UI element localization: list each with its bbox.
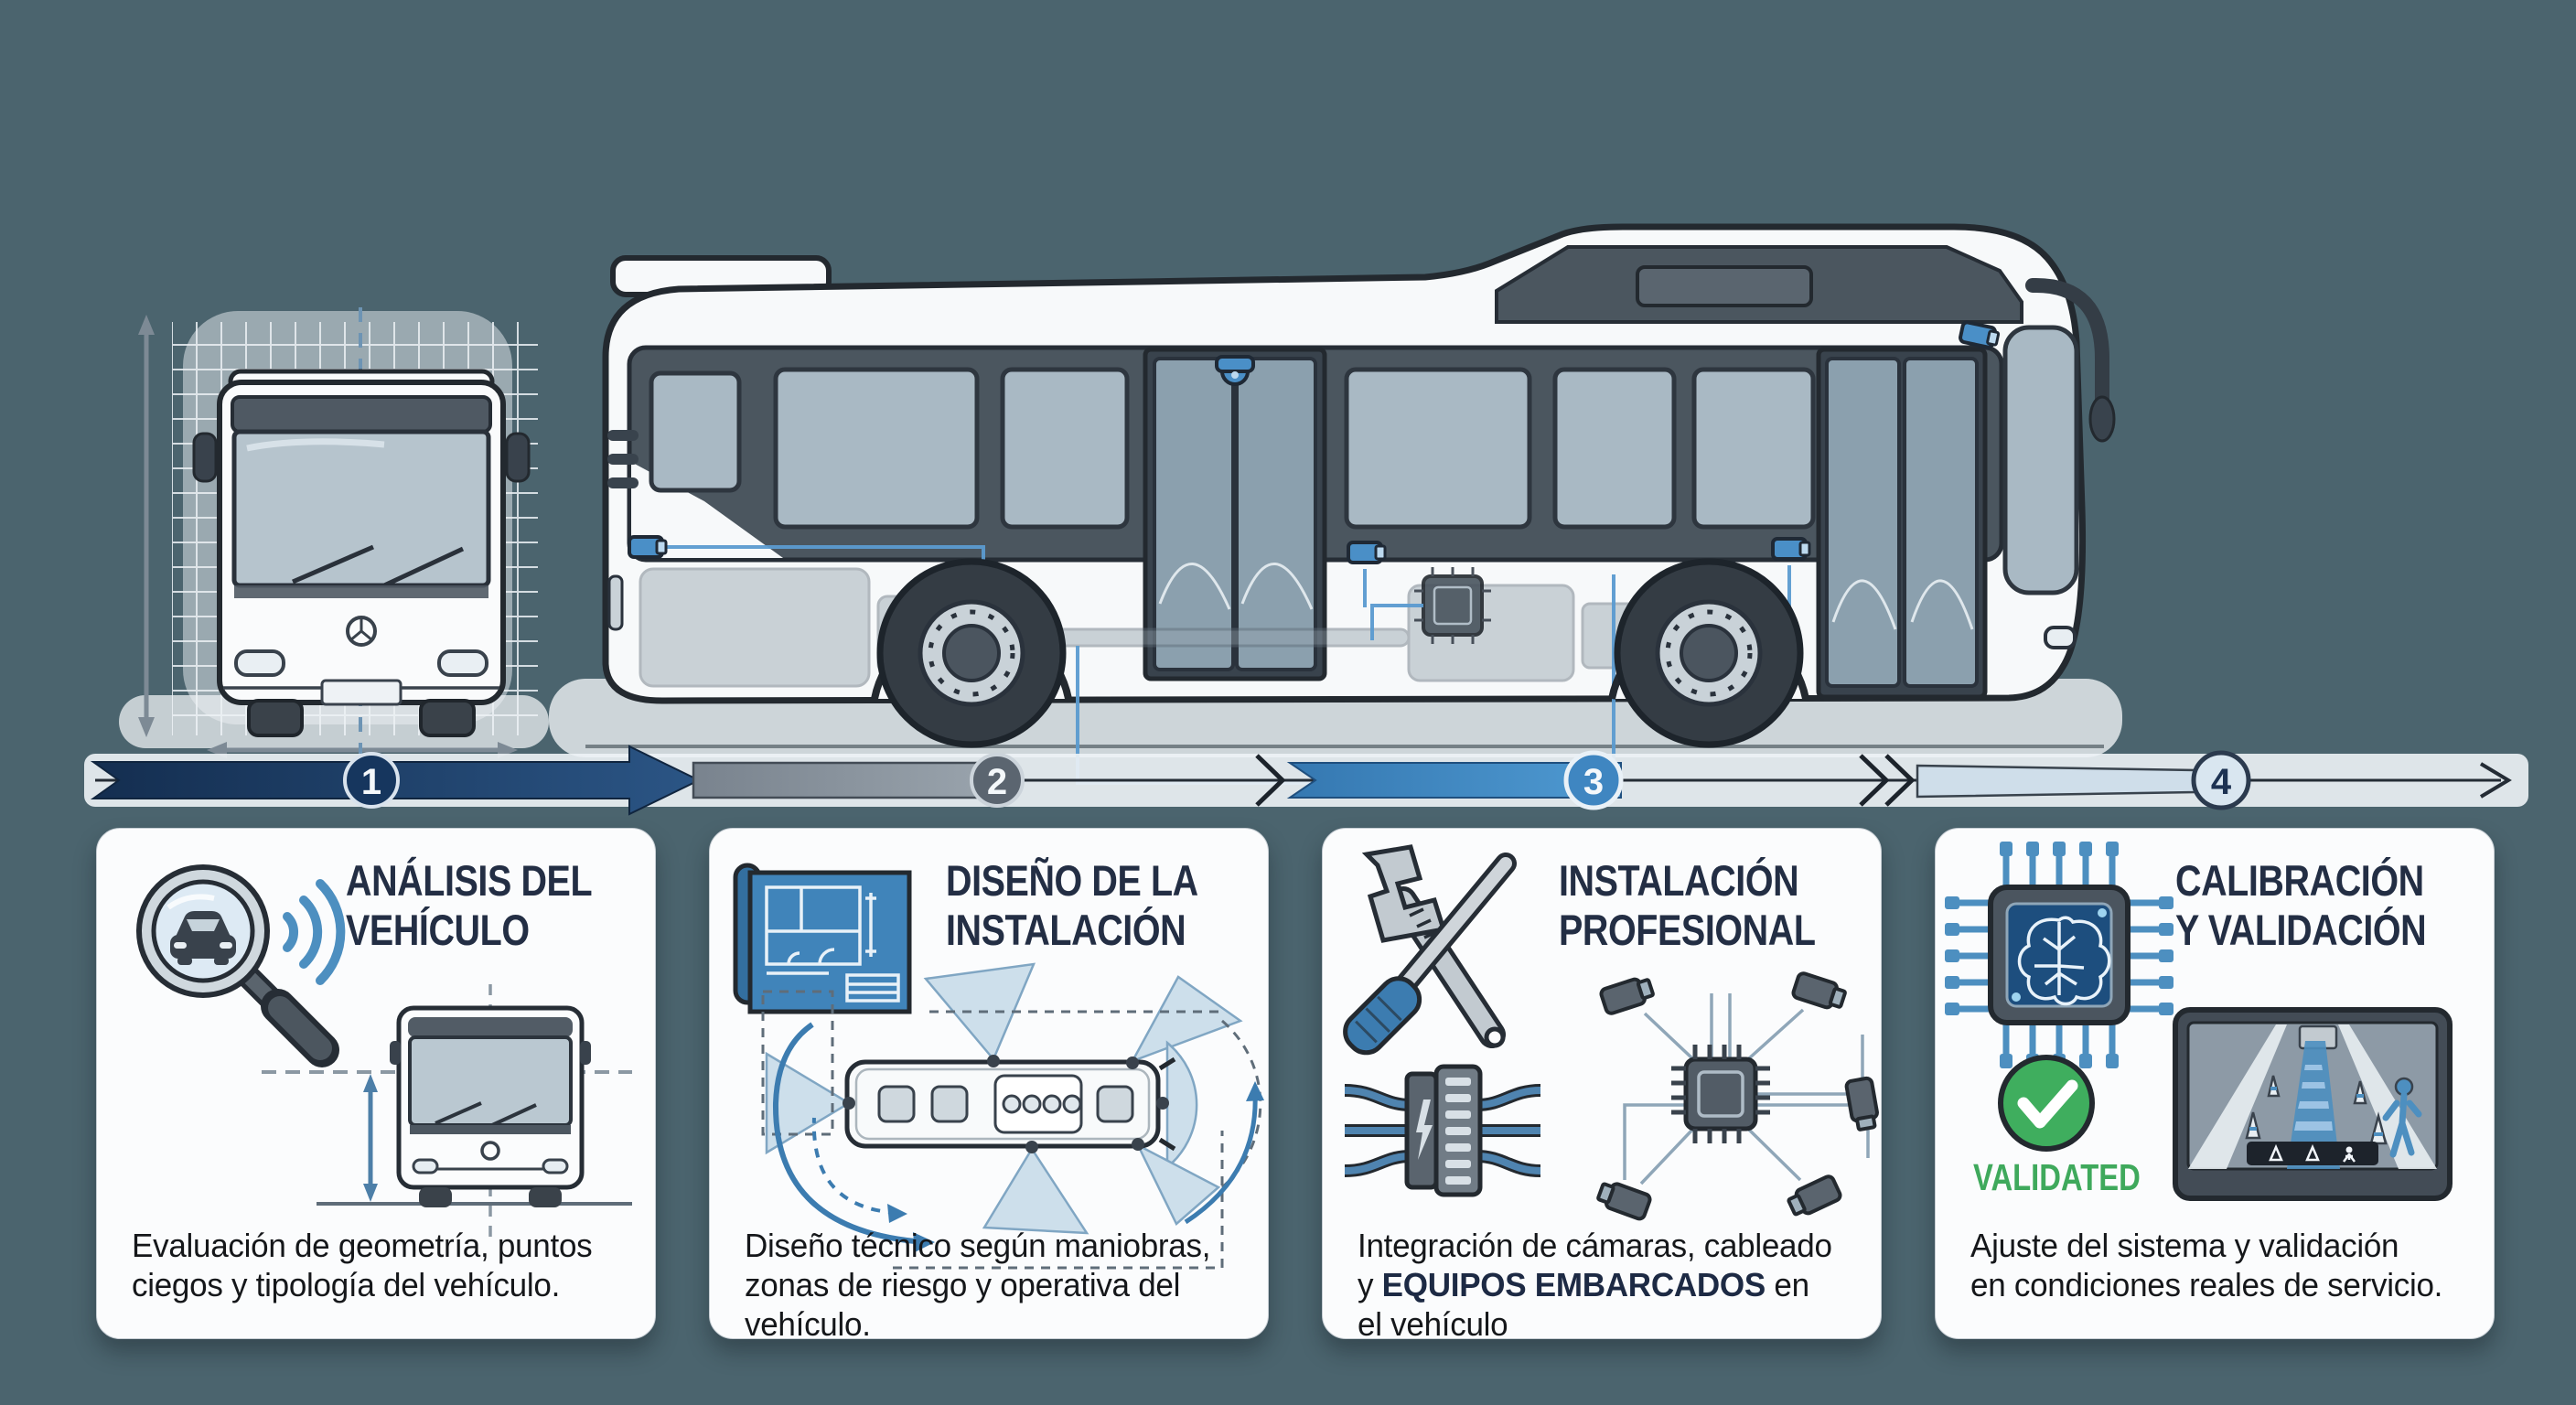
step-number: 4 <box>2211 762 2232 802</box>
front-wheel <box>1617 562 1800 745</box>
title-line2: Y VALIDACIÓN <box>2175 906 2427 955</box>
headlight <box>2044 626 2077 649</box>
title-line2: INSTALACIÓN <box>946 906 1186 955</box>
pin-pads <box>1945 842 2174 1068</box>
camera-icon <box>1347 541 1387 564</box>
top-view-cameras <box>843 1055 1169 1153</box>
side-windows <box>649 325 2079 595</box>
chip-pins <box>1958 854 2161 1056</box>
card3-body: Integración de cámaras, cableado y EQUIP… <box>1358 1226 1850 1344</box>
network-lines <box>1623 993 1870 1185</box>
lightning-bolt-icon <box>1416 1099 1433 1160</box>
rear-wheel <box>880 562 1063 745</box>
title-line1: ANÁLISIS DEL <box>346 856 593 905</box>
car-icon <box>170 911 236 965</box>
validated-badge: VALIDATED <box>1973 1156 2141 1198</box>
mini-bus-measurement-diagram <box>262 984 632 1239</box>
step-circle-3: 3 <box>1563 750 1624 810</box>
title-line2: PROFESIONAL <box>1559 906 1816 955</box>
timeline-arrow-band-2 <box>692 761 999 799</box>
check-circle-icon <box>1998 1055 2095 1152</box>
card-installation-design: DISEÑO DE LA INSTALACIÓN Diseño técnico … <box>709 828 1269 1343</box>
cable-connector-icon <box>1344 1064 1541 1197</box>
bus-top-view-coverage-diagram <box>761 962 1264 1270</box>
dome-camera-icon <box>1215 355 1255 386</box>
signal-waves-icon <box>283 879 346 985</box>
step-circle-2: 2 <box>970 753 1025 808</box>
card-professional-installation: INSTALACIÓN PROFESIONAL Integración de c… <box>1322 828 1882 1343</box>
blueprint-icon <box>733 863 912 1014</box>
camera-icon <box>628 535 668 559</box>
roof-ac-unit <box>1636 265 1813 307</box>
mini-bus-front <box>390 1005 591 1207</box>
card-calibration-validation: CALIBRACIÓN Y VALIDACIÓN VALIDATED Ajust… <box>1935 828 2495 1339</box>
step-circle-1: 1 <box>343 752 400 809</box>
wrench-screwdriver-icon <box>1343 844 1517 1056</box>
bus-top-view <box>843 1055 1176 1153</box>
card2-body: Diseño técnico según maniobras, zonas de… <box>745 1227 1211 1344</box>
middle-door <box>1143 347 1327 681</box>
side-mirror-arm <box>2025 277 2109 413</box>
roof-camera-icon <box>1959 320 2001 349</box>
wrench-head <box>1361 844 1447 943</box>
chip-camera-network-diagram <box>1596 971 1879 1221</box>
height-arrow <box>363 1074 378 1202</box>
screwdriver-handle <box>1343 976 1422 1056</box>
card2-title: DISEÑO DE LA INSTALACIÓN <box>946 856 1198 955</box>
double-chevron-icon <box>1859 754 1916 807</box>
card-vehicle-analysis: ANÁLISIS DEL VEHÍCULO Evaluación de geom… <box>96 828 656 1339</box>
bus-front-view <box>192 369 531 737</box>
card4-title: CALIBRACIÓN Y VALIDACIÓN <box>2175 856 2427 955</box>
timeline-arrow-band-4 <box>1916 764 2197 799</box>
title-line1: INSTALACIÓN <box>1559 856 1799 905</box>
body-bold-text: EQUIPOS EMBARCADOS <box>1381 1266 1766 1304</box>
timeline-arrow-band-3 <box>1286 762 1622 799</box>
onboard-chip-icon <box>1414 567 1491 644</box>
magnifier-car-icon <box>136 864 339 1067</box>
step-circle-4: 4 <box>2191 750 2251 810</box>
rear-details <box>607 430 639 631</box>
maneuver-arrows <box>772 1022 1264 1252</box>
detection-status-bar <box>2247 1142 2378 1165</box>
title-line1: DISEÑO DE LA <box>946 856 1198 905</box>
status-icons <box>2269 1143 2356 1163</box>
pedestrian-icon <box>2382 1077 2422 1158</box>
traffic-cones <box>2245 1075 2388 1145</box>
step-number: 3 <box>1583 762 1604 802</box>
card4-body: Ajuste del sistema y validación en condi… <box>1970 1227 2443 1304</box>
timeline-end-arrow <box>2479 762 2512 799</box>
windshield <box>2002 325 2079 595</box>
camera-icons <box>1596 971 1879 1221</box>
ai-chip-icon <box>1945 842 2174 1068</box>
card1-title: ANÁLISIS DEL VEHÍCULO <box>346 856 593 955</box>
timeline: 1 2 3 4 <box>84 745 2528 816</box>
chevron-icon <box>1255 754 1286 807</box>
bus-side-illustration <box>549 223 2122 785</box>
card3-title: INSTALACIÓN PROFESIONAL <box>1559 856 1816 955</box>
body-text: Integración de cámaras, cableado y <box>1358 1227 1832 1304</box>
front-door <box>1816 347 1988 700</box>
step-number: 2 <box>987 762 1007 802</box>
monitor-validation-screen <box>2173 1007 2453 1201</box>
body-text: en el vehículo <box>1358 1266 1809 1344</box>
title-line1: CALIBRACIÓN <box>2175 856 2424 905</box>
side-mirror <box>2088 395 2116 443</box>
title-line2: VEHÍCULO <box>346 906 530 955</box>
height-measure-arrow <box>138 315 155 737</box>
camera-scene <box>2188 1024 2437 1169</box>
brain-icon <box>2017 916 2111 1006</box>
card1-body: Evaluación de geometría, puntos ciegos y… <box>132 1227 593 1304</box>
camera-icon <box>1771 537 1811 561</box>
bus-front-grid-illustration <box>119 307 549 759</box>
camera-fov-cones <box>765 962 1243 1235</box>
central-chip-icon <box>1671 1045 1770 1143</box>
step-number: 1 <box>361 762 381 802</box>
